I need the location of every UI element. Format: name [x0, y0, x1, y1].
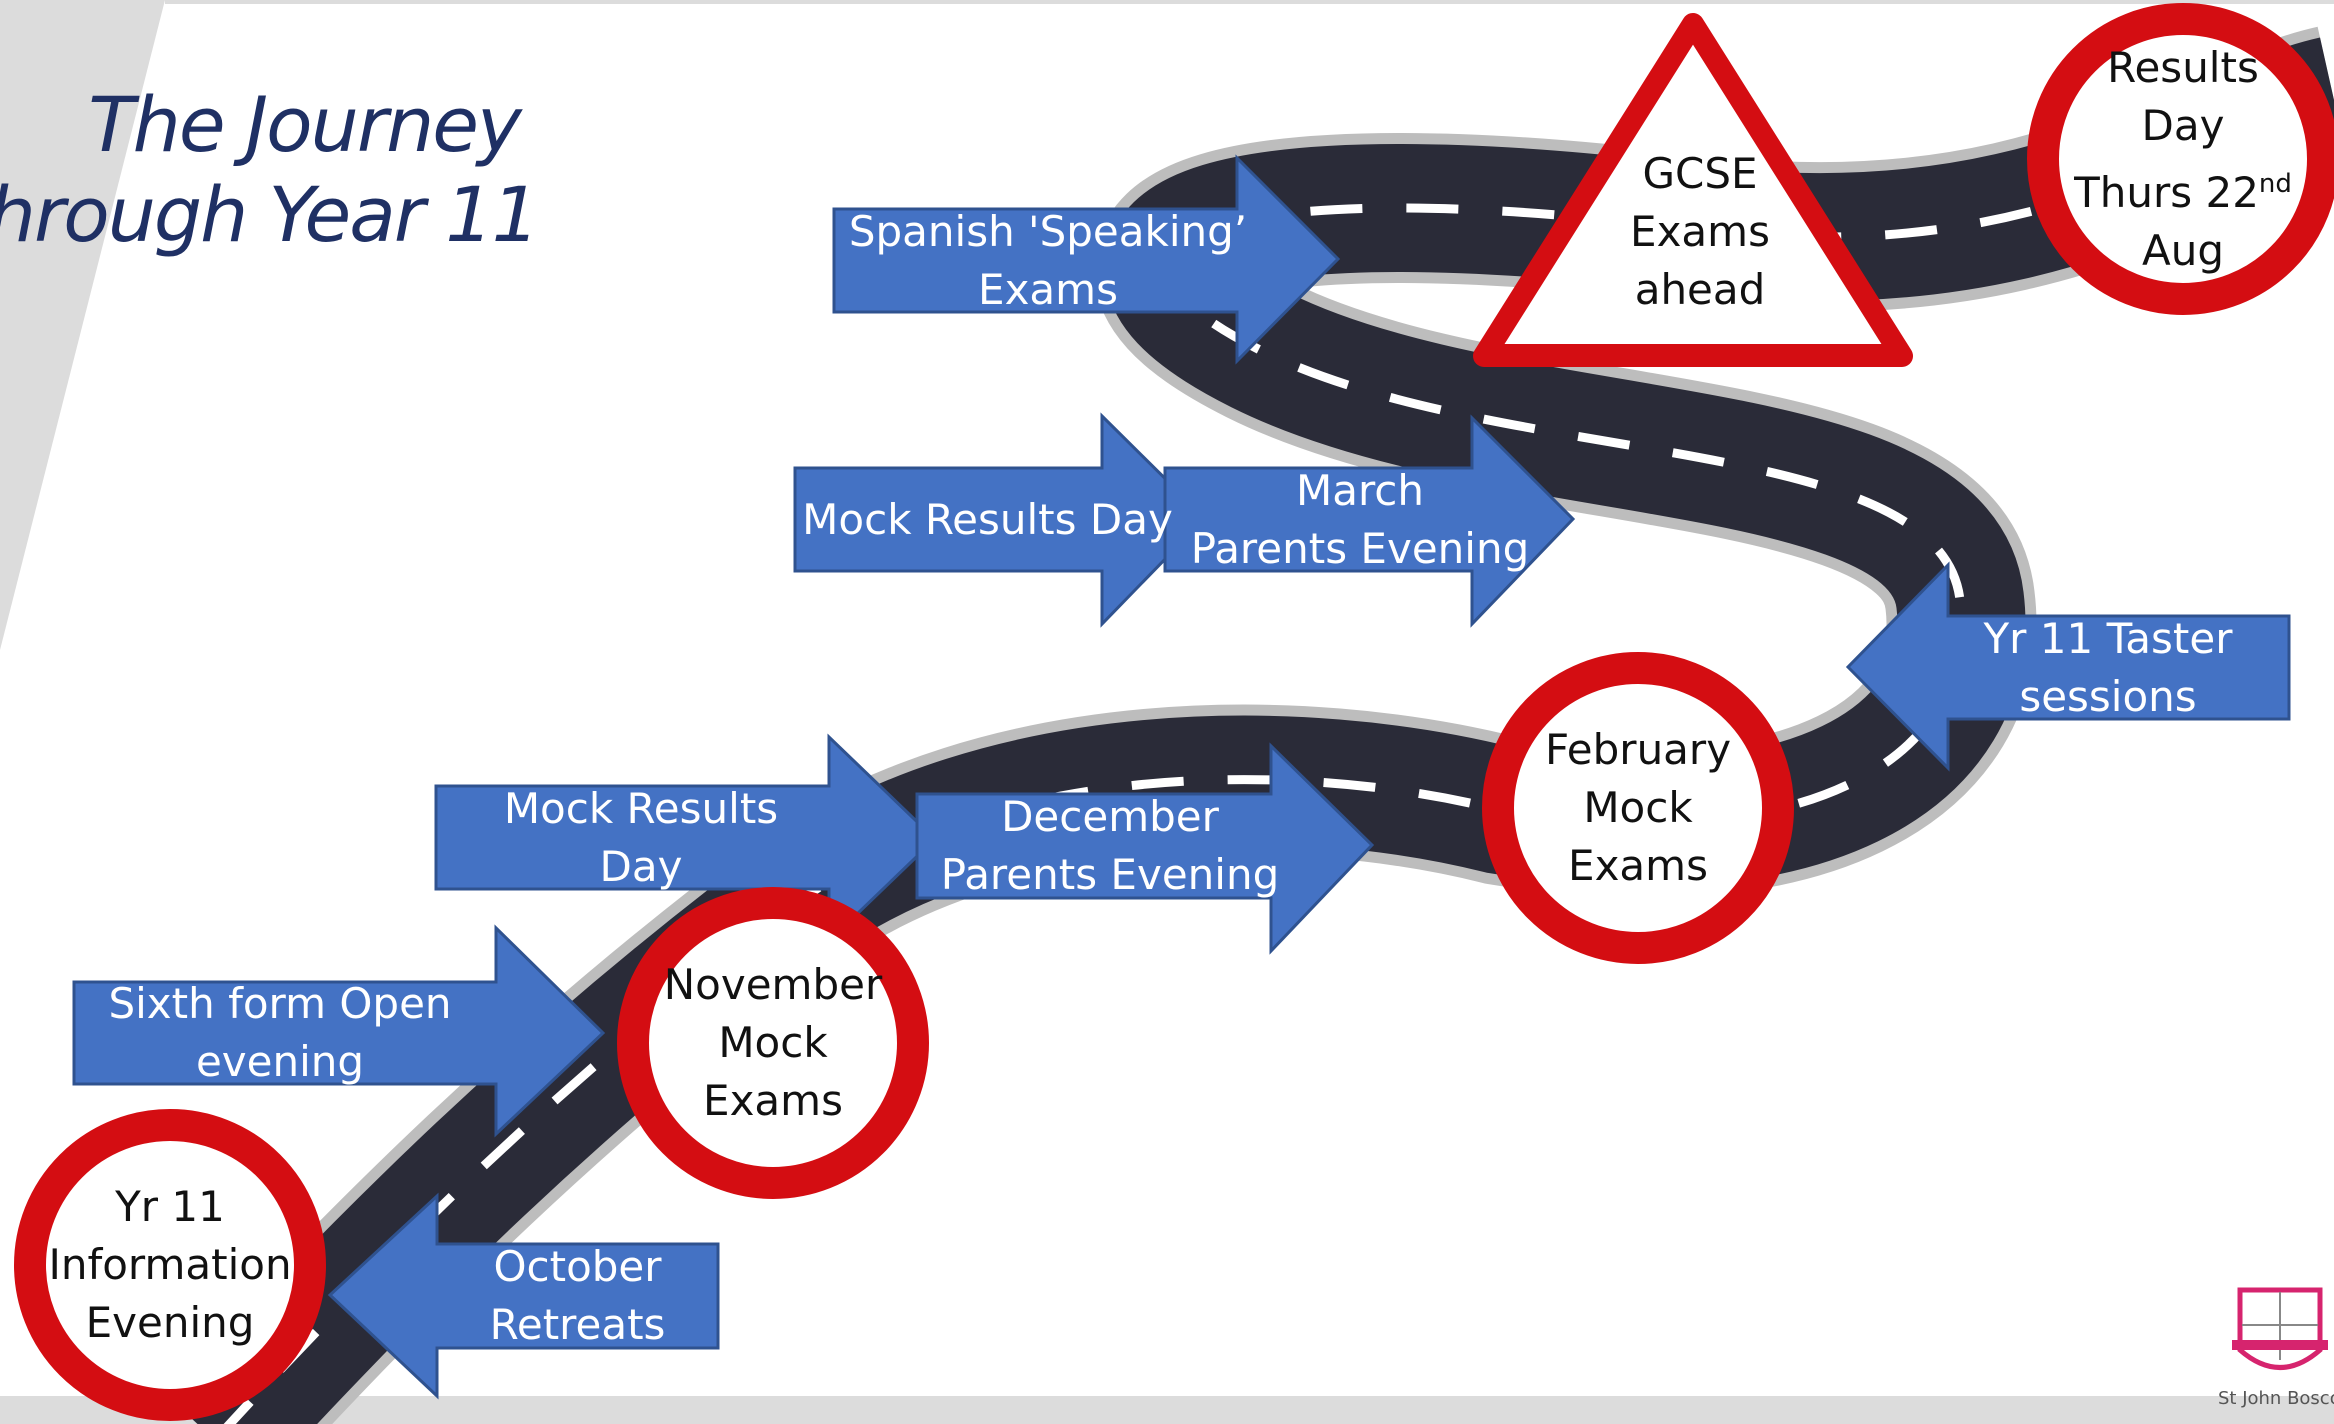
- label-line: Exams: [978, 264, 1118, 314]
- sign-line: GCSE: [1642, 149, 1758, 198]
- arrow-mock-results-day-1: [434, 733, 938, 945]
- milestone-feb-mock: February Mock Exams: [1508, 708, 1768, 908]
- milestone-line: November: [663, 960, 883, 1009]
- milestone-line: Results: [2107, 42, 2259, 92]
- milestone-line: Exams: [1568, 841, 1708, 890]
- arrow-spanish-speaking-exams: [832, 154, 1341, 365]
- arrow-december-parents-evening: [915, 742, 1375, 955]
- arrow-label-december-parents-evening: December Parents Evening: [917, 792, 1303, 899]
- milestone-nov-mock: November Mock Exams: [643, 943, 903, 1143]
- arrow-label-mock-results-day-1: Mock Results Day: [436, 784, 846, 891]
- arrow-label-march-parents-evening: March Parents Evening: [1190, 466, 1530, 573]
- arrow-october-retreats: [327, 1192, 720, 1400]
- title-line-1: The Journey: [88, 80, 522, 169]
- arrow-mock-results-day-2: [793, 412, 1208, 628]
- milestone-results-day: Results Day Thurs 22nd Aug: [2053, 42, 2313, 276]
- milestone-line: Mock: [1583, 783, 1693, 832]
- date-text: Thurs 22: [2074, 167, 2259, 217]
- background-band-left: [0, 0, 165, 650]
- milestone-line-date: Thurs 22nd: [2074, 155, 2292, 222]
- date-superscript: nd: [2258, 168, 2292, 199]
- milestone-line: Evening: [85, 1298, 255, 1347]
- milestone-ring-nov-mock: [617, 887, 929, 1199]
- arrow-label-yr11-taster-sessions: Yr 11 Taster sessions: [1948, 614, 2268, 721]
- background-band-top: [165, 0, 2334, 4]
- page-title: The Journey through Year 11: [0, 80, 540, 260]
- background-band-bottom: [0, 1396, 2334, 1424]
- milestone-ring-feb-mock: [1482, 652, 1794, 964]
- arrow-label-october-retreats: October Retreats: [437, 1242, 718, 1349]
- label-line: evening: [195, 1037, 365, 1086]
- label-line: October: [493, 1242, 662, 1291]
- label-line: Mock Results: [503, 783, 779, 833]
- gcse-warning-sign: [1473, 13, 1913, 367]
- label-line: Day: [599, 841, 683, 891]
- arrow-label-mock-results-day-2: Mock Results Day: [795, 468, 1180, 571]
- milestone-line: Mock: [718, 1018, 828, 1067]
- gcse-sign-text: GCSE Exams ahead: [1560, 142, 1840, 322]
- shield-crest-icon: [2232, 1287, 2328, 1370]
- label-line: Parents Evening: [1190, 523, 1530, 573]
- milestone-line: Exams: [703, 1076, 843, 1125]
- sign-line: Exams: [1630, 207, 1770, 256]
- arrow-label-spanish-speaking-exams: Spanish 'Speaking’ Exams: [834, 207, 1262, 314]
- arrow-label-sixth-form-open-evening: Sixth form Open evening: [74, 979, 486, 1086]
- label-line: Yr 11 Taster: [1983, 613, 2233, 663]
- milestone-ring-results-day: [2027, 3, 2334, 315]
- label-line: Sixth form Open: [108, 979, 452, 1028]
- arrow-sixth-form-open-evening: [72, 924, 606, 1138]
- milestone-line: Day: [2141, 100, 2225, 150]
- sign-line: ahead: [1634, 265, 1766, 314]
- milestone-line: Aug: [2141, 225, 2224, 275]
- label-line: Retreats: [489, 1300, 666, 1349]
- label-line: March: [1295, 465, 1425, 515]
- title-line-2: through Year 11: [0, 170, 540, 259]
- milestone-yr11-info: Yr 11 Information Evening: [40, 1165, 300, 1365]
- milestone-circles: [14, 3, 2334, 1421]
- milestone-line: Yr 11: [115, 1182, 225, 1231]
- arrow-yr11-taster-sessions: [1845, 561, 2291, 772]
- arrow-march-parents-evening: [1163, 414, 1576, 628]
- label-line: Spanish 'Speaking’: [848, 206, 1248, 256]
- milestone-line: Information: [48, 1240, 292, 1289]
- milestone-line: February: [1544, 725, 1732, 774]
- logo-caption: St John Bosco: [2218, 1388, 2334, 1409]
- milestone-ring-yr11-info: [14, 1109, 326, 1421]
- label-line: Parents Evening: [940, 850, 1280, 899]
- label-line: sessions: [2019, 671, 2197, 721]
- arrows-layer: [72, 154, 2291, 1400]
- label-line: December: [1001, 792, 1219, 841]
- label-line: Mock Results Day: [802, 494, 1173, 544]
